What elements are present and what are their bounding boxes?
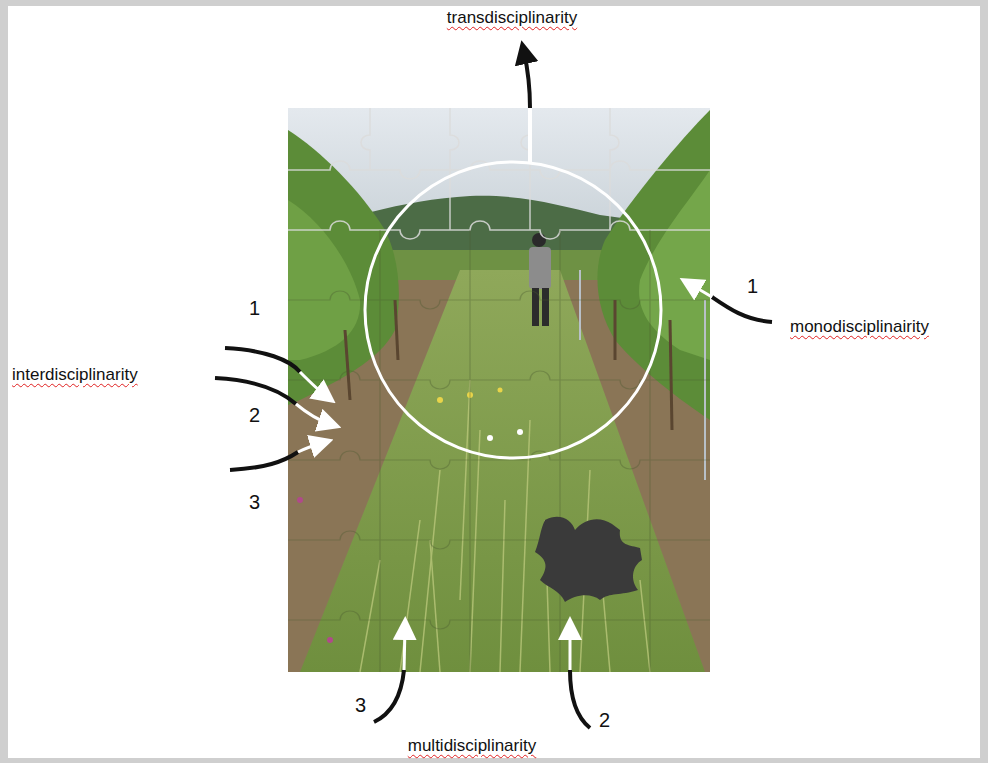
term-label: interdisciplinarity [12, 365, 138, 385]
callout-number: 3 [249, 490, 260, 514]
term-label: multidisciplinarity [408, 736, 536, 756]
focus-circle [365, 162, 661, 458]
leader-arrow [524, 52, 530, 108]
leader-arrow [690, 284, 772, 322]
leader-arrow [215, 378, 330, 424]
leader-arrow [570, 628, 590, 728]
leader-arrow [374, 628, 405, 722]
callout-number: 1 [747, 274, 758, 298]
callout-number: 2 [249, 403, 260, 427]
term-label: transdisciplinarity [447, 8, 577, 28]
leader-arrow [230, 443, 322, 470]
callout-number: 2 [599, 708, 610, 732]
callout-number: 1 [249, 296, 260, 320]
photo [288, 108, 710, 672]
callout-number: 3 [355, 693, 366, 717]
missing-puzzle-piece [535, 517, 642, 602]
term-label: monodisciplinairity [790, 317, 929, 337]
